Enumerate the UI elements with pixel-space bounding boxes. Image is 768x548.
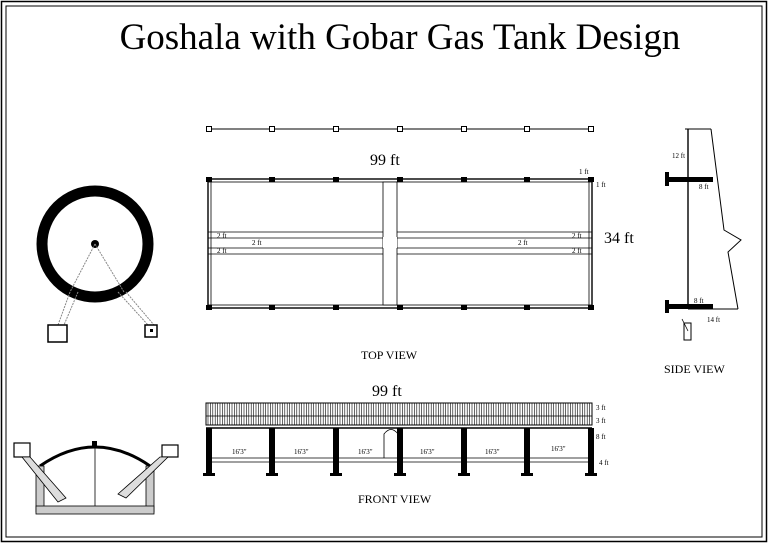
front-view-length: 99 ft bbox=[372, 383, 402, 400]
side-view-caption: SIDE VIEW bbox=[664, 362, 725, 376]
corridor-label-4: 2 ft bbox=[572, 232, 582, 240]
bay-label-2: 16'3" bbox=[294, 448, 309, 456]
side-dim-lower-8ft: 8 ft bbox=[694, 297, 704, 305]
column-footing bbox=[394, 473, 406, 476]
front-dim-base: 4 ft bbox=[599, 459, 609, 467]
top-view-dim-1ft-a: 1 ft bbox=[579, 168, 589, 176]
front-dim-roof: 3 ft bbox=[596, 404, 606, 412]
front-dim-truss: 3 ft bbox=[596, 417, 606, 425]
page-title: Goshala with Gobar Gas Tank Design bbox=[119, 17, 681, 58]
top-view-length: 99 ft bbox=[370, 152, 400, 169]
gas-tank-section bbox=[13, 441, 179, 515]
column-footing bbox=[521, 473, 533, 476]
top-view-width: 34 ft bbox=[604, 230, 634, 247]
bay-label-6: 16'3" bbox=[551, 445, 566, 453]
rail-post bbox=[269, 126, 275, 132]
front-column bbox=[524, 428, 530, 474]
corridor-label-6: 2 ft bbox=[572, 247, 582, 255]
column-footing bbox=[585, 473, 597, 476]
top-view-caption: TOP VIEW bbox=[361, 348, 418, 362]
corridor-label-2: 2 ft bbox=[252, 239, 262, 247]
gas-tank-plan bbox=[36, 185, 158, 343]
front-view bbox=[203, 402, 597, 476]
front-column bbox=[269, 428, 275, 474]
front-column bbox=[333, 428, 339, 474]
front-column bbox=[206, 428, 212, 474]
bay-label-3: 16'3" bbox=[358, 448, 373, 456]
column-footing bbox=[458, 473, 470, 476]
front-column bbox=[461, 428, 467, 474]
front-view-caption: FRONT VIEW bbox=[358, 492, 432, 506]
front-column bbox=[588, 428, 594, 474]
rail-post bbox=[588, 126, 594, 132]
column-footing bbox=[266, 473, 278, 476]
side-dim-upper-8ft: 8 ft bbox=[699, 183, 709, 191]
front-column bbox=[397, 428, 403, 474]
rail-post bbox=[333, 126, 339, 132]
column-footing bbox=[330, 473, 342, 476]
rail-post bbox=[397, 126, 403, 132]
rail-post bbox=[524, 126, 530, 132]
front-dim-wall: 8 ft bbox=[596, 433, 606, 441]
side-view bbox=[665, 128, 742, 341]
bay-label-4: 16'3" bbox=[420, 448, 435, 456]
rail-post bbox=[206, 126, 212, 132]
corridor-label-1: 2 ft bbox=[217, 232, 227, 240]
inner-border bbox=[5, 5, 763, 538]
rail-post bbox=[461, 126, 467, 132]
top-view-dim-1ft-b: 1 ft bbox=[596, 181, 606, 189]
corridor-label-3: 2 ft bbox=[217, 247, 227, 255]
side-dim-14ft: 14 ft bbox=[707, 316, 721, 324]
corridor-label-5: 2 ft bbox=[518, 239, 528, 247]
bay-label-5: 16'3" bbox=[485, 448, 500, 456]
top-view bbox=[206, 126, 594, 310]
column-footing bbox=[203, 473, 215, 476]
side-dim-top: 12 ft bbox=[672, 152, 686, 160]
bay-label-1: 16'3" bbox=[232, 448, 247, 456]
